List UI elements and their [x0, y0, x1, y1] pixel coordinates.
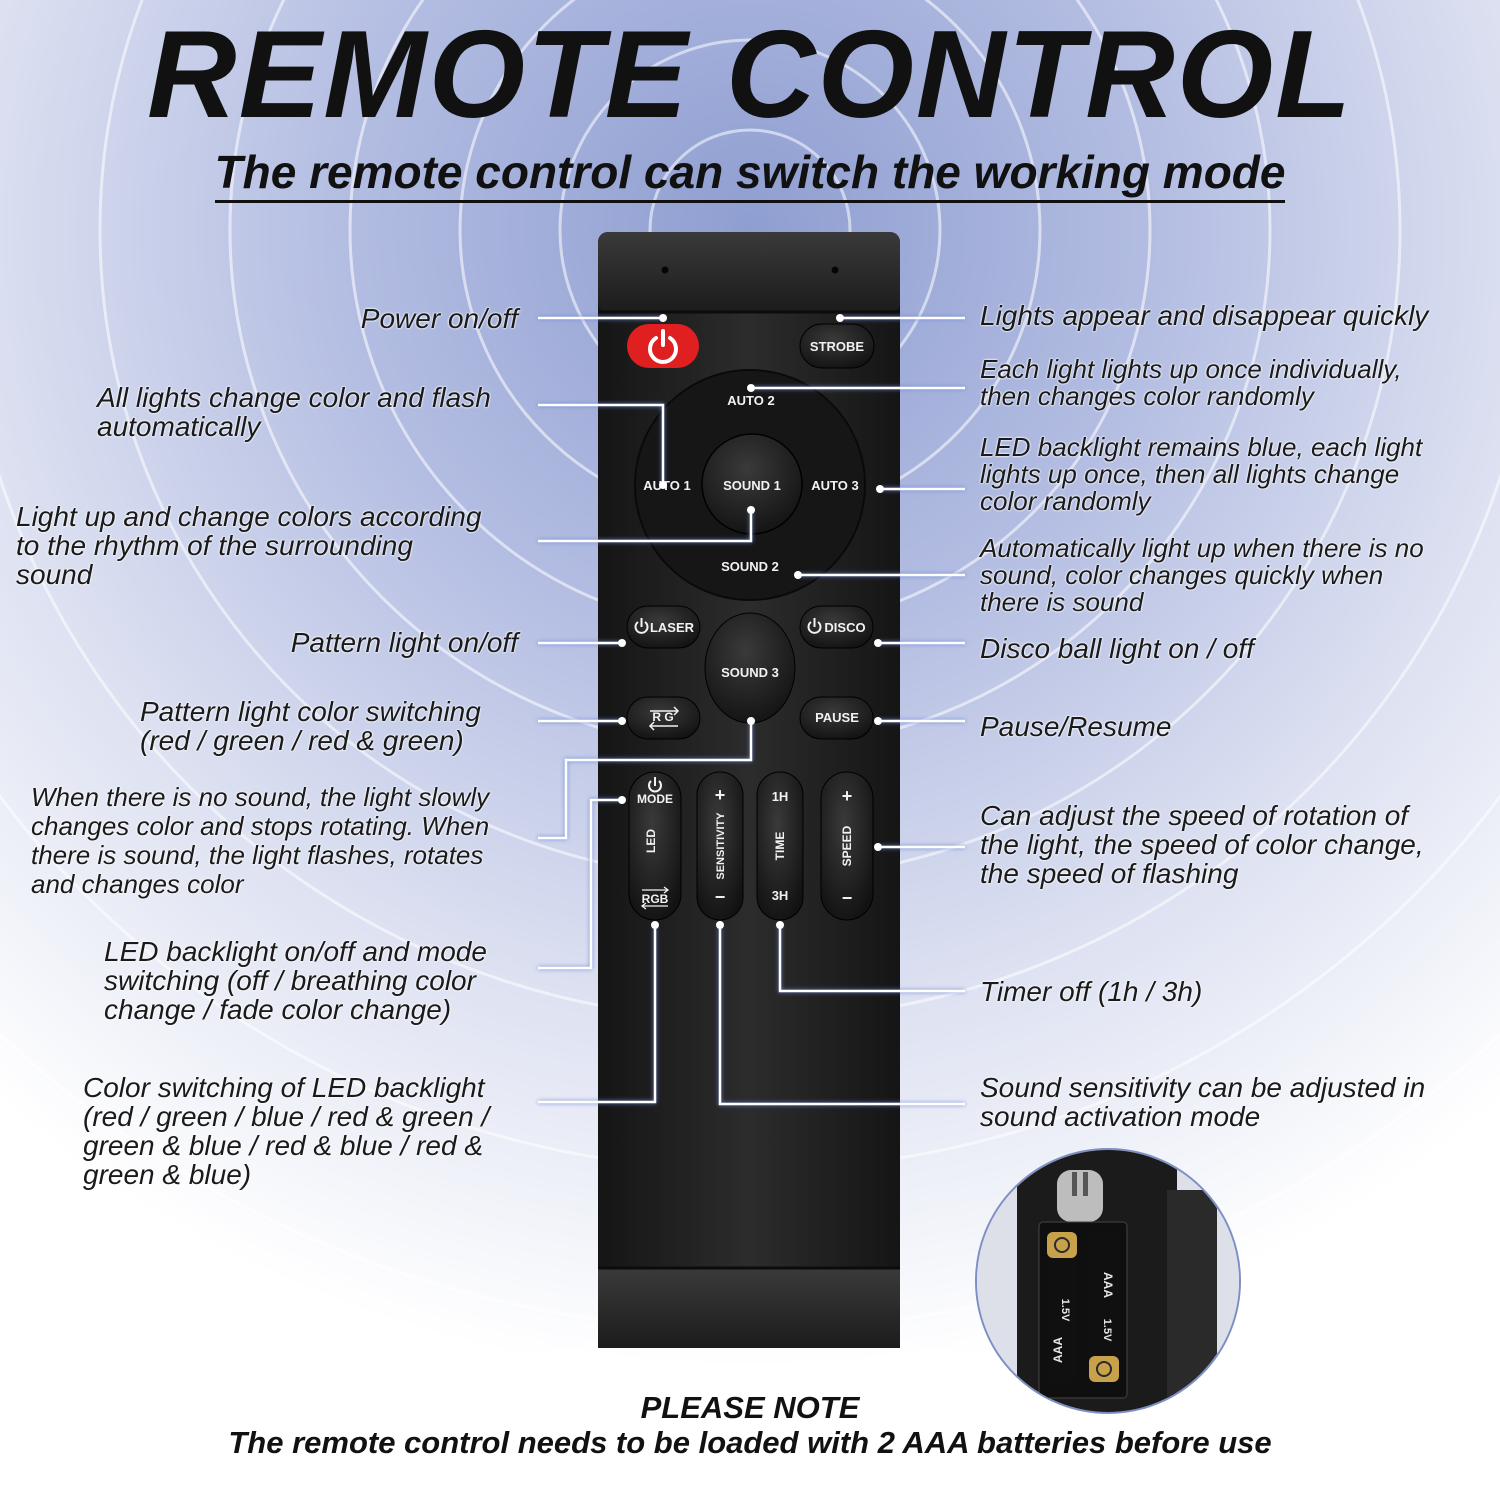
- svg-text:SOUND 1: SOUND 1: [723, 478, 781, 493]
- svg-text:MODE: MODE: [637, 792, 673, 806]
- annotation-disco: Disco ball light on / off: [980, 633, 1254, 664]
- svg-text:DISCO: DISCO: [824, 620, 865, 635]
- svg-text:3H: 3H: [772, 888, 789, 903]
- note-heading: PLEASE NOTE: [640, 1390, 860, 1425]
- annotation-sound2: Automatically light up when there is no …: [980, 533, 1424, 617]
- svg-text:RGB: RGB: [642, 892, 669, 906]
- annotation-rg: Pattern light color switching (red / gre…: [140, 696, 481, 756]
- annotation-sensitivity: Sound sensitivity can be adjusted in sou…: [980, 1072, 1426, 1132]
- leader-lines: [538, 316, 965, 1106]
- svg-text:+: +: [842, 786, 853, 806]
- annotation-auto2: Each light lights up once individually, …: [980, 354, 1402, 411]
- rg-switch-button[interactable]: R G: [626, 696, 701, 740]
- disco-button[interactable]: DISCO: [799, 605, 874, 649]
- auto3-button[interactable]: AUTO 3: [811, 478, 858, 493]
- annotation-rgb: Color switching of LED backlight (red / …: [83, 1072, 490, 1190]
- time-rocker[interactable]: 1H TIME 3H: [756, 771, 804, 921]
- svg-text:AAA: AAA: [1051, 1337, 1065, 1363]
- annotation-auto3: LED backlight remains blue, each light l…: [980, 432, 1423, 516]
- svg-text:STROBE: STROBE: [810, 339, 865, 354]
- sound1-button[interactable]: SOUND 1: [701, 433, 803, 535]
- speed-rocker[interactable]: + SPEED −: [820, 771, 874, 921]
- sound2-button[interactable]: SOUND 2: [721, 559, 779, 574]
- sensitivity-rocker[interactable]: + SENSITIVITY −: [696, 771, 744, 921]
- led-mode-rocker[interactable]: MODE LED RGB: [628, 771, 682, 921]
- power-small-icon: [648, 777, 662, 793]
- svg-text:LED: LED: [644, 829, 658, 853]
- svg-text:+: +: [715, 785, 726, 805]
- battery-illustration: 1.5V AAA AAA 1.5V: [977, 1150, 1239, 1412]
- annotation-power: Power on/off: [360, 303, 518, 334]
- annotation-time: Timer off (1h / 3h): [980, 976, 1203, 1007]
- note-text: The remote control needs to be loaded wi…: [228, 1425, 1272, 1460]
- power-icon: [648, 329, 678, 364]
- svg-text:SENSITIVITY: SENSITIVITY: [715, 812, 727, 880]
- swap-arrows-icon: [648, 706, 680, 731]
- svg-text:−: −: [715, 887, 726, 907]
- battery-1: 1.5V AAA: [1047, 1232, 1077, 1382]
- pause-button[interactable]: PAUSE: [799, 696, 874, 740]
- svg-text:R G: R G: [652, 710, 673, 724]
- svg-text:PAUSE: PAUSE: [815, 710, 859, 725]
- annotation-sound3: When there is no sound, the light slowly…: [31, 782, 490, 899]
- page-title: REMOTE CONTROL: [147, 6, 1353, 144]
- annotation-speed: Can adjust the speed of rotation of the …: [980, 800, 1424, 889]
- power-small-icon: [807, 618, 822, 634]
- annotation-mode: LED backlight on/off and mode switching …: [104, 936, 487, 1025]
- sound3-button[interactable]: SOUND 3: [704, 612, 796, 724]
- svg-text:1.5V: 1.5V: [1059, 1299, 1071, 1322]
- svg-text:TIME: TIME: [773, 832, 787, 861]
- annotation-auto1: All lights change color and flash automa…: [97, 382, 491, 442]
- svg-text:−: −: [842, 888, 853, 908]
- page-subtitle: The remote control can switch the workin…: [0, 145, 1500, 203]
- svg-text:SPEED: SPEED: [840, 825, 854, 866]
- laser-button[interactable]: LASER: [626, 605, 701, 649]
- annotation-pause: Pause/Resume: [980, 711, 1172, 742]
- battery-compartment-inset: 1.5V AAA AAA 1.5V: [975, 1148, 1241, 1414]
- strobe-button[interactable]: STROBE: [799, 323, 875, 369]
- annotation-strobe: Lights appear and disappear quickly: [980, 300, 1429, 331]
- svg-text:AAA: AAA: [1101, 1272, 1115, 1298]
- power-button[interactable]: [627, 324, 699, 368]
- auto-sound-pad: AUTO 2 AUTO 1 AUTO 3 SOUND 2 SOUND 1: [634, 369, 866, 601]
- power-small-icon: [634, 618, 649, 634]
- svg-text:1.5V: 1.5V: [1101, 1319, 1113, 1342]
- auto2-button[interactable]: AUTO 2: [727, 393, 774, 408]
- swap-arrows-icon: [640, 886, 670, 910]
- svg-text:SOUND 3: SOUND 3: [721, 665, 779, 680]
- annotation-laser: Pattern light on/off: [290, 627, 518, 658]
- auto1-button[interactable]: AUTO 1: [643, 478, 690, 493]
- battery-2: AAA 1.5V: [1089, 1232, 1119, 1382]
- svg-text:1H: 1H: [772, 789, 789, 804]
- annotation-sound1: Light up and change colors according to …: [16, 501, 482, 590]
- leader-dots: [618, 314, 884, 929]
- svg-text:LASER: LASER: [650, 620, 695, 635]
